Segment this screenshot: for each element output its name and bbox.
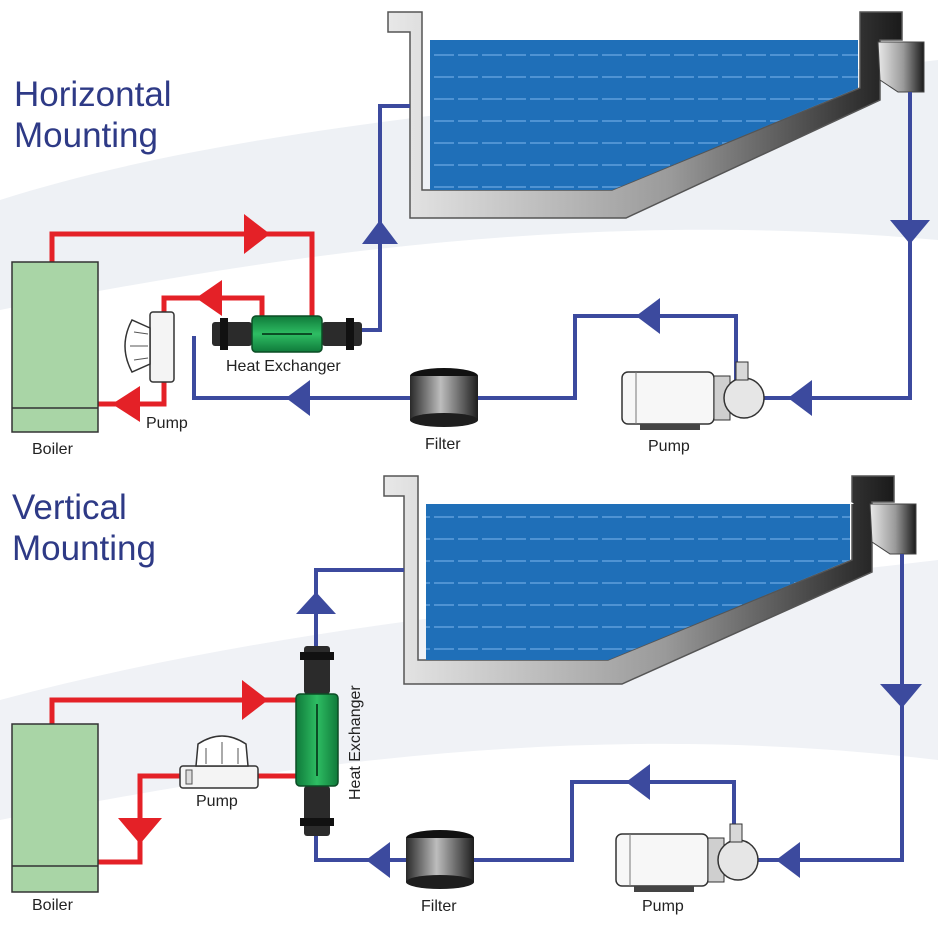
heat-exchanger-label: Heat Exchanger: [226, 358, 341, 375]
flow-arrow-icon: [112, 214, 270, 422]
heat-exchanger-icon: [295, 646, 339, 836]
title-line: Vertical: [12, 488, 127, 527]
horizontal-mounting-title: Horizontal Mounting: [14, 74, 172, 156]
pool-pump-label: Pump: [648, 438, 690, 455]
title-line: Mounting: [14, 116, 158, 155]
flow-arrow-icon: [296, 592, 922, 878]
flow-arrow-icon: [286, 220, 930, 416]
title-line: Mounting: [12, 529, 156, 568]
vertical-mounting-title: Vertical Mounting: [12, 487, 156, 569]
pool-pump-label: Pump: [642, 898, 684, 915]
filter-icon: [406, 830, 474, 889]
title-line: Horizontal: [14, 75, 172, 114]
flow-arrow-icon: [118, 680, 268, 844]
pump-icon: [179, 735, 259, 789]
pump-icon: [621, 361, 765, 430]
boiler-label: Boiler: [32, 897, 74, 914]
pool-icon: [383, 475, 917, 685]
boiler-icon: [11, 723, 99, 893]
filter-label: Filter: [425, 436, 461, 453]
boiler-label: Boiler: [32, 441, 74, 458]
pump-icon: [615, 823, 759, 892]
water-circuit: [314, 554, 904, 862]
pool-icon: [387, 11, 925, 219]
boiler-pump-label: Pump: [146, 415, 188, 432]
filter-icon: [410, 368, 478, 427]
vertical-section: Heat Exchanger Boiler Pump Filter Pump: [11, 475, 922, 915]
boiler-pump-label: Pump: [196, 793, 238, 810]
heat-exchanger-label: Heat Exchanger: [347, 685, 364, 800]
pump-icon: [124, 311, 175, 383]
horizontal-section: Heat Exchanger Boiler Pump Filter Pump: [11, 11, 930, 458]
boiler-icon: [11, 261, 99, 433]
filter-label: Filter: [421, 898, 457, 915]
heat-exchanger-icon: [212, 315, 362, 353]
